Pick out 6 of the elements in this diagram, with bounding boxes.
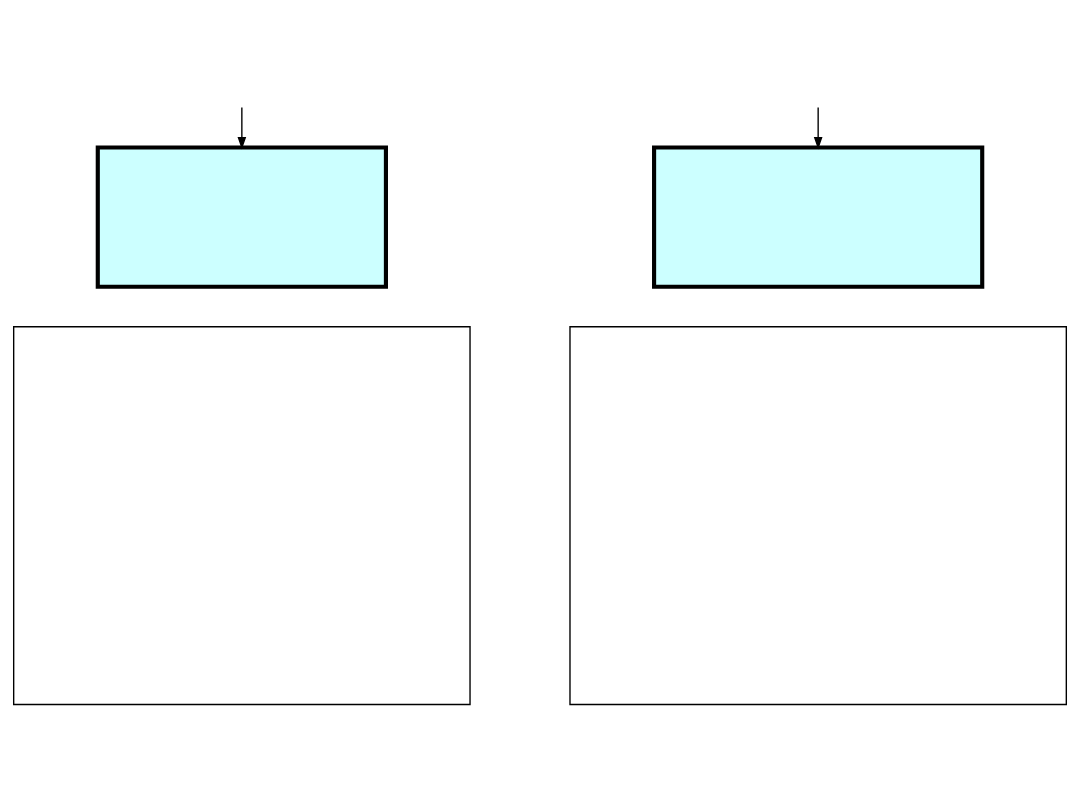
node-box <box>569 325 1067 705</box>
node-box <box>652 144 985 289</box>
node-box <box>95 144 388 289</box>
arrow <box>237 106 247 150</box>
arrow <box>813 106 823 150</box>
node-box <box>13 325 471 705</box>
